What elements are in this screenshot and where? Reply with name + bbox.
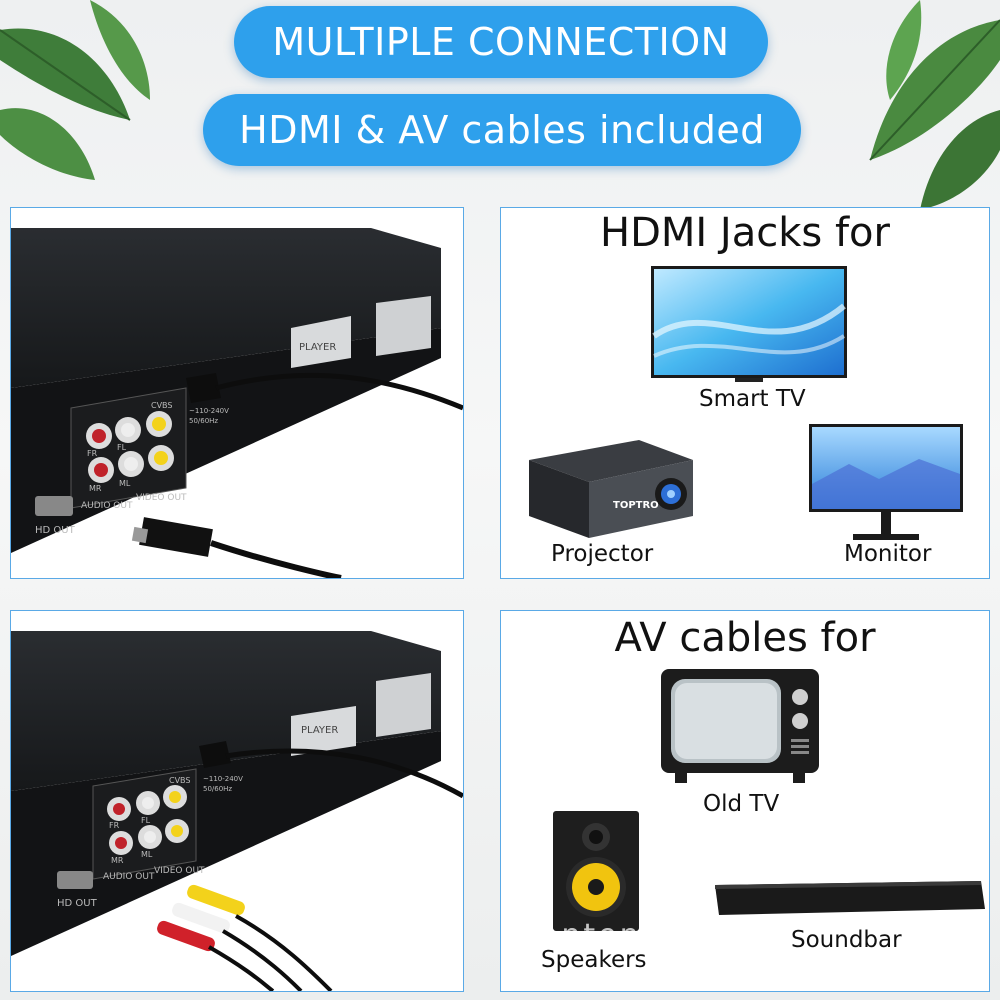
fl-label: FL	[117, 443, 127, 452]
speakers-label: Speakers	[541, 947, 647, 973]
cvbs-label-av: CVBS	[169, 776, 190, 785]
smart-tv-label: Smart TV	[699, 386, 806, 412]
speaker-icon	[553, 811, 639, 931]
audio-out-label-av: AUDIO OUT	[103, 872, 155, 882]
player-label-av: PLAYER	[301, 725, 338, 736]
banner-subtitle: HDMI & AV cables included	[203, 94, 801, 166]
voltage-label: ~110-240V	[189, 407, 229, 415]
video-out-label-av: VIDEO OUT	[154, 866, 205, 876]
projector-icon: TOPTRO	[529, 440, 693, 538]
freq-label-av: 50/60Hz	[203, 785, 232, 793]
monitor-label: Monitor	[844, 541, 932, 567]
hdmi-player-photo-panel: PLAYER HD OUT AUDIO OUT VIDEO OUT FR FL …	[10, 207, 464, 579]
dvd-player-rear-av-image: PLAYER HD OUT AUDIO OUT VIDEO OUT FR FL …	[11, 631, 463, 991]
projector-brand: TOPTRO	[613, 500, 659, 511]
audio-out-label: AUDIO OUT	[81, 501, 133, 511]
av-section-heading: AV cables for	[614, 615, 876, 661]
hdmi-section-heading: HDMI Jacks for	[600, 210, 890, 256]
hd-out-label-av: HD OUT	[57, 898, 98, 909]
mr-label: MR	[89, 484, 102, 493]
video-out-label: VIDEO OUT	[136, 493, 187, 503]
fr-label: FR	[87, 449, 98, 458]
projector-label: Projector	[551, 541, 654, 567]
soundbar-icon	[715, 881, 985, 915]
ml-label-av: ML	[141, 850, 153, 859]
freq-label: 50/60Hz	[189, 417, 218, 425]
leaf-decoration-left	[0, 0, 150, 180]
old-tv-icon	[661, 669, 819, 783]
monitor-icon	[809, 424, 963, 540]
hd-out-label: HD OUT	[35, 525, 76, 536]
voltage-label-av: ~110-240V	[203, 775, 243, 783]
old-tv-label: Old TV	[703, 791, 780, 817]
mr-label-av: MR	[111, 856, 124, 865]
dvd-player-rear-hdmi-image: PLAYER HD OUT AUDIO OUT VIDEO OUT FR FL …	[11, 228, 463, 578]
cvbs-label: CVBS	[151, 401, 172, 410]
hdmi-devices-panel: HDMI Jacks for Smart TV TOPTRO Projector	[500, 207, 990, 579]
smart-tv-icon	[651, 266, 847, 382]
soundbar-label: Soundbar	[791, 927, 902, 953]
av-player-photo-panel: PLAYER HD OUT AUDIO OUT VIDEO OUT FR FL …	[10, 610, 464, 992]
fr-label-av: FR	[109, 821, 120, 830]
ml-label: ML	[119, 479, 131, 488]
watermark: anten	[540, 918, 642, 953]
leaf-decoration-right	[869, 0, 1000, 210]
fl-label-av: FL	[141, 816, 151, 825]
banner-title: MULTIPLE CONNECTION	[234, 6, 768, 78]
av-devices-panel: AV cables for Old TV Speakers Soundbar	[500, 610, 990, 992]
player-label: PLAYER	[299, 342, 336, 353]
